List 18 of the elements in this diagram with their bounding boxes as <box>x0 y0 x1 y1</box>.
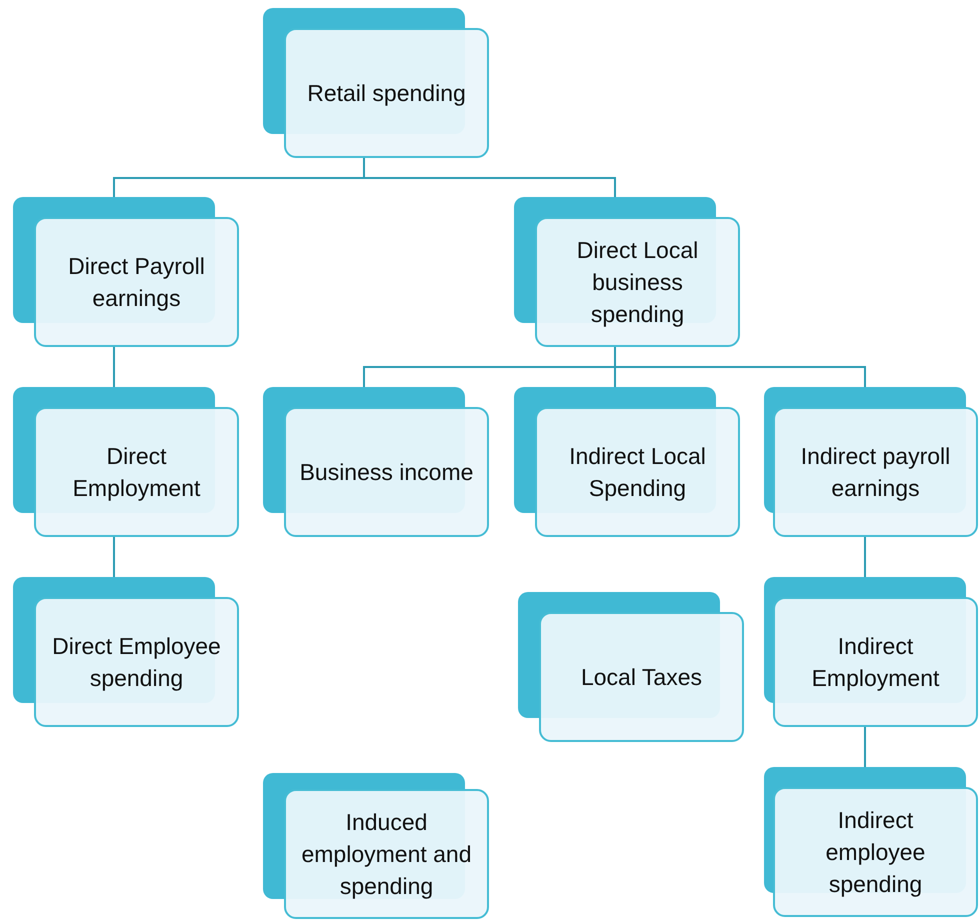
node-label: Direct Payroll earnings <box>67 252 206 313</box>
node-label: Indirect Local Spending <box>568 442 707 503</box>
node-label: Business income <box>300 458 474 487</box>
connector-line <box>363 158 616 197</box>
node-label: Induced employment and spending <box>300 808 473 901</box>
node-label: Direct Employment <box>72 442 202 503</box>
node-label: Indirect payroll earnings <box>800 442 952 503</box>
node-label: Direct Employee spending <box>51 632 222 693</box>
node-label: Direct Local business spending <box>576 236 700 329</box>
node-label: Retail spending <box>307 79 466 108</box>
connector-line <box>864 727 866 767</box>
node-label: Indirect Employment <box>810 632 940 693</box>
connector-line <box>864 537 866 577</box>
node-label: Local Taxes <box>580 663 702 692</box>
connector-line <box>614 347 866 387</box>
connector-line <box>113 537 115 577</box>
connector-line <box>113 347 115 387</box>
node-label: Indirect employee spending <box>824 806 926 899</box>
